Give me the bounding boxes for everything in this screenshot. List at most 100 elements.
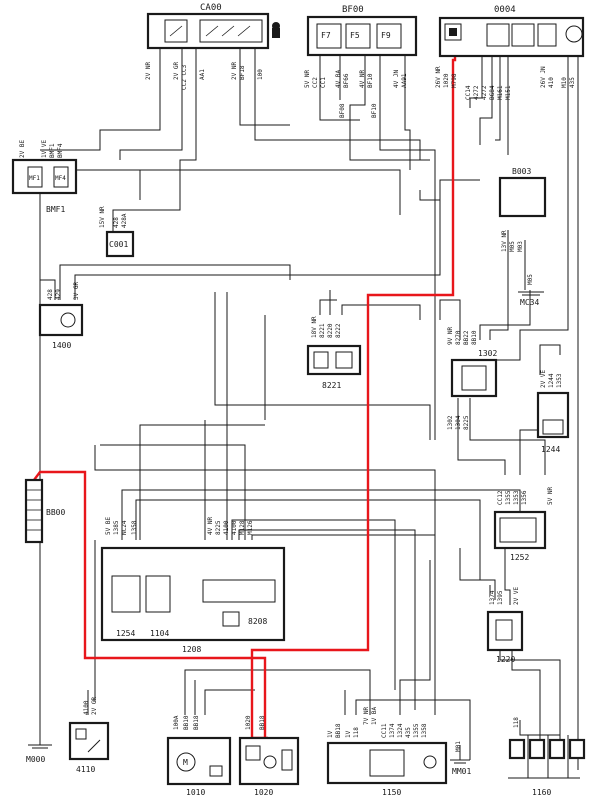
component-1244: 1244 2V VE 1244 1353 (536, 370, 570, 454)
svg-text:2V NR: 2V NR (231, 62, 238, 80)
svg-text:CC1: CC1 (320, 77, 327, 88)
svg-text:CC11: CC11 (381, 723, 388, 738)
svg-text:1304: 1304 (455, 415, 462, 430)
svg-text:4V NR: 4V NR (207, 517, 214, 535)
svg-text:1355: 1355 (505, 490, 512, 505)
svg-text:4100: 4100 (223, 520, 230, 535)
svg-text:4272: 4272 (473, 85, 480, 100)
svg-text:1324: 1324 (397, 723, 404, 738)
svg-text:M10: M10 (561, 77, 568, 88)
svg-text:BF10: BF10 (367, 73, 374, 88)
svg-text:1374: 1374 (389, 723, 396, 738)
svg-text:15V NR: 15V NR (99, 206, 106, 228)
svg-text:4V NR: 4V NR (359, 70, 366, 88)
svg-text:MF1: MF1 (29, 175, 40, 182)
svg-text:1220: 1220 (496, 655, 515, 664)
component-b003: B003 13V NR M05 M03 M05 MC34 (498, 167, 547, 307)
component-1400: 1400 428 429 3V GR (38, 282, 84, 350)
svg-text:1252: 1252 (510, 553, 529, 562)
component-1150: 1150 1V BB18 1V 118 7V NR 1V BA CC11 137… (326, 707, 448, 797)
svg-text:410: 410 (548, 77, 555, 88)
svg-text:4272: 4272 (481, 85, 488, 100)
svg-text:5V NR: 5V NR (547, 487, 554, 505)
svg-text:8220: 8220 (327, 323, 334, 338)
component-bmf1: MF1 MF4 BMF1 2V BE 1V VE BMF1 BMF4 (11, 140, 78, 214)
svg-text:1302: 1302 (478, 349, 497, 358)
svg-text:CC14: CC14 (465, 85, 472, 100)
svg-text:100A: 100A (173, 715, 180, 730)
svg-text:118: 118 (513, 717, 520, 728)
svg-text:M05: M05 (527, 274, 534, 285)
svg-text:BF10: BF10 (371, 103, 378, 118)
svg-text:8221: 8221 (319, 323, 326, 338)
svg-text:1010: 1010 (186, 788, 205, 797)
svg-text:4100: 4100 (231, 520, 238, 535)
svg-text:BF18: BF18 (239, 65, 246, 80)
svg-text:MF4: MF4 (55, 175, 66, 182)
svg-text:BF08: BF08 (339, 103, 346, 118)
wires (22, 48, 580, 779)
svg-text:8208: 8208 (248, 617, 267, 626)
component-mm01: MM01 M01 (450, 741, 471, 776)
svg-text:M01: M01 (455, 741, 462, 752)
component-1160: 1160 118 (508, 717, 586, 797)
svg-text:1400: 1400 (52, 341, 71, 350)
svg-text:1150: 1150 (382, 788, 401, 797)
svg-text:1385: 1385 (113, 520, 120, 535)
svg-text:429: 429 (55, 289, 62, 300)
svg-text:M798: M798 (451, 73, 458, 88)
svg-text:1395: 1395 (497, 590, 504, 605)
component-1220: 1220 1374 1395 2V VE (486, 587, 524, 664)
bmf1-label: BMF1 (46, 205, 65, 214)
svg-text:8221: 8221 (322, 381, 341, 390)
svg-text:1160: 1160 (532, 788, 551, 797)
svg-text:1244: 1244 (548, 373, 555, 388)
svg-text:M: M (183, 758, 188, 767)
svg-text:118: 118 (353, 727, 360, 738)
svg-text:1358: 1358 (421, 723, 428, 738)
svg-text:BB00: BB00 (46, 508, 65, 517)
svg-text:26V JN: 26V JN (540, 66, 547, 88)
svg-text:CC12: CC12 (497, 490, 504, 505)
svg-text:M03: M03 (517, 241, 524, 252)
svg-text:BG84: BG84 (489, 85, 496, 100)
svg-text:5V BE: 5V BE (105, 517, 112, 535)
svg-text:M151: M151 (505, 85, 512, 100)
svg-text:2V NR: 2V NR (145, 62, 152, 80)
svg-text:1020: 1020 (254, 788, 273, 797)
svg-text:1V: 1V (327, 730, 334, 738)
component-bb00: BB00 (24, 478, 65, 544)
svg-text:1V: 1V (345, 730, 352, 738)
svg-text:BB18: BB18 (335, 723, 342, 738)
svg-text:MM01: MM01 (452, 767, 471, 776)
svg-text:4110: 4110 (76, 765, 95, 774)
svg-text:8270: 8270 (455, 330, 462, 345)
svg-text:1353: 1353 (556, 373, 563, 388)
svg-text:BB22: BB22 (463, 330, 470, 345)
svg-text:435: 435 (405, 727, 412, 738)
svg-text:13V NR: 13V NR (501, 230, 508, 252)
component-m000: M000 (26, 744, 52, 764)
component-1208: 1208 1254 1104 8208 5V BE 1385 NC24 1358… (100, 517, 286, 654)
svg-text:M126: M126 (247, 520, 254, 535)
svg-text:1374: 1374 (489, 590, 496, 605)
svg-text:26V NR: 26V NR (435, 66, 442, 88)
svg-text:CC2: CC2 (312, 77, 319, 88)
svg-text:1356: 1356 (521, 490, 528, 505)
svg-text:1358: 1358 (131, 520, 138, 535)
svg-text:BMF4: BMF4 (57, 143, 64, 158)
component-0004: 0004 26V NR 1020 M798 CC14 4272 4272 BG8… (435, 5, 585, 100)
svg-text:3V GR: 3V GR (73, 282, 80, 300)
svg-text:1244: 1244 (541, 445, 560, 454)
svg-text:1353: 1353 (513, 490, 520, 505)
svg-text:4V BA: 4V BA (335, 70, 342, 88)
svg-text:2V BE: 2V BE (19, 140, 26, 158)
highlighted-circuit (27, 38, 457, 740)
svg-text:2V GR: 2V GR (173, 62, 180, 80)
svg-text:F9: F9 (381, 31, 391, 40)
svg-text:18V NR: 18V NR (311, 316, 318, 338)
svg-text:M000: M000 (26, 755, 45, 764)
svg-text:BB18: BB18 (259, 715, 266, 730)
